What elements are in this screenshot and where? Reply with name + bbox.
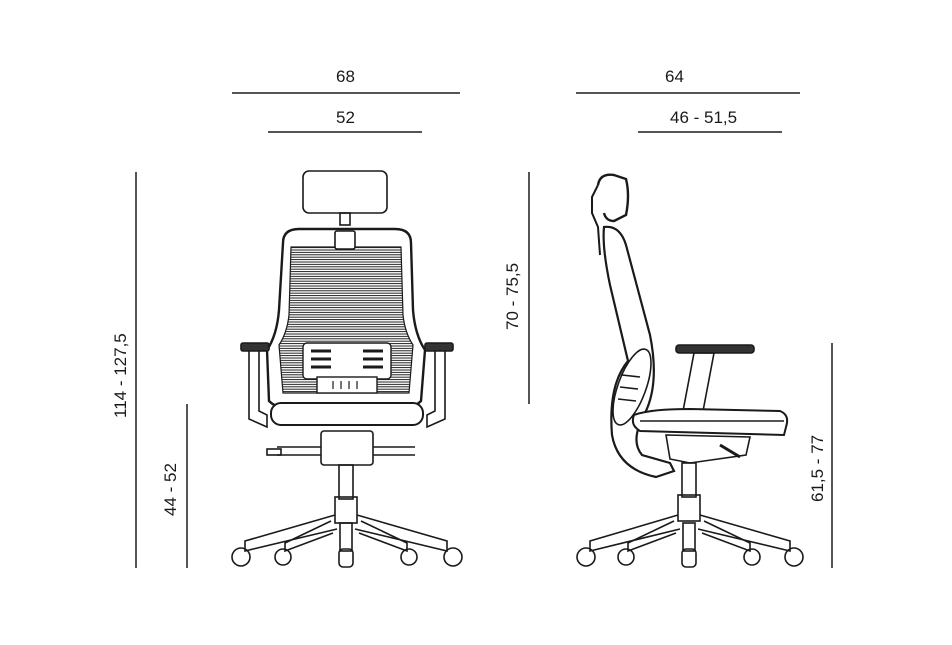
chair-side-view-drawing [576, 173, 804, 568]
seat [270, 402, 424, 426]
side-backrest-height-label: 70 - 75,5 [503, 262, 522, 330]
armrest [675, 344, 755, 354]
front-seat-height-line [186, 404, 188, 568]
front-overall-width-label: 68 [336, 67, 355, 86]
front-overall-height-line [135, 172, 137, 568]
front-seat-width-line [268, 131, 422, 133]
side-armrest-height-line [831, 343, 833, 568]
front-seat-width-label: 52 [336, 108, 355, 127]
chair-front-view-drawing [231, 170, 463, 568]
side-overall-depth-label: 64 [665, 67, 684, 86]
seat [631, 407, 789, 437]
side-seat-depth-label: 46 - 51,5 [670, 108, 738, 127]
side-overall-depth-line [576, 92, 800, 94]
headrest [596, 173, 630, 223]
side-seat-depth-line [638, 131, 782, 133]
side-backrest-height-line [528, 172, 530, 404]
front-overall-height-label: 114 - 127,5 [111, 333, 130, 418]
backrest-frame [602, 225, 676, 479]
headrest [302, 170, 388, 214]
front-seat-height-label: 44 - 52 [161, 463, 180, 516]
front-overall-width-line [232, 92, 460, 94]
